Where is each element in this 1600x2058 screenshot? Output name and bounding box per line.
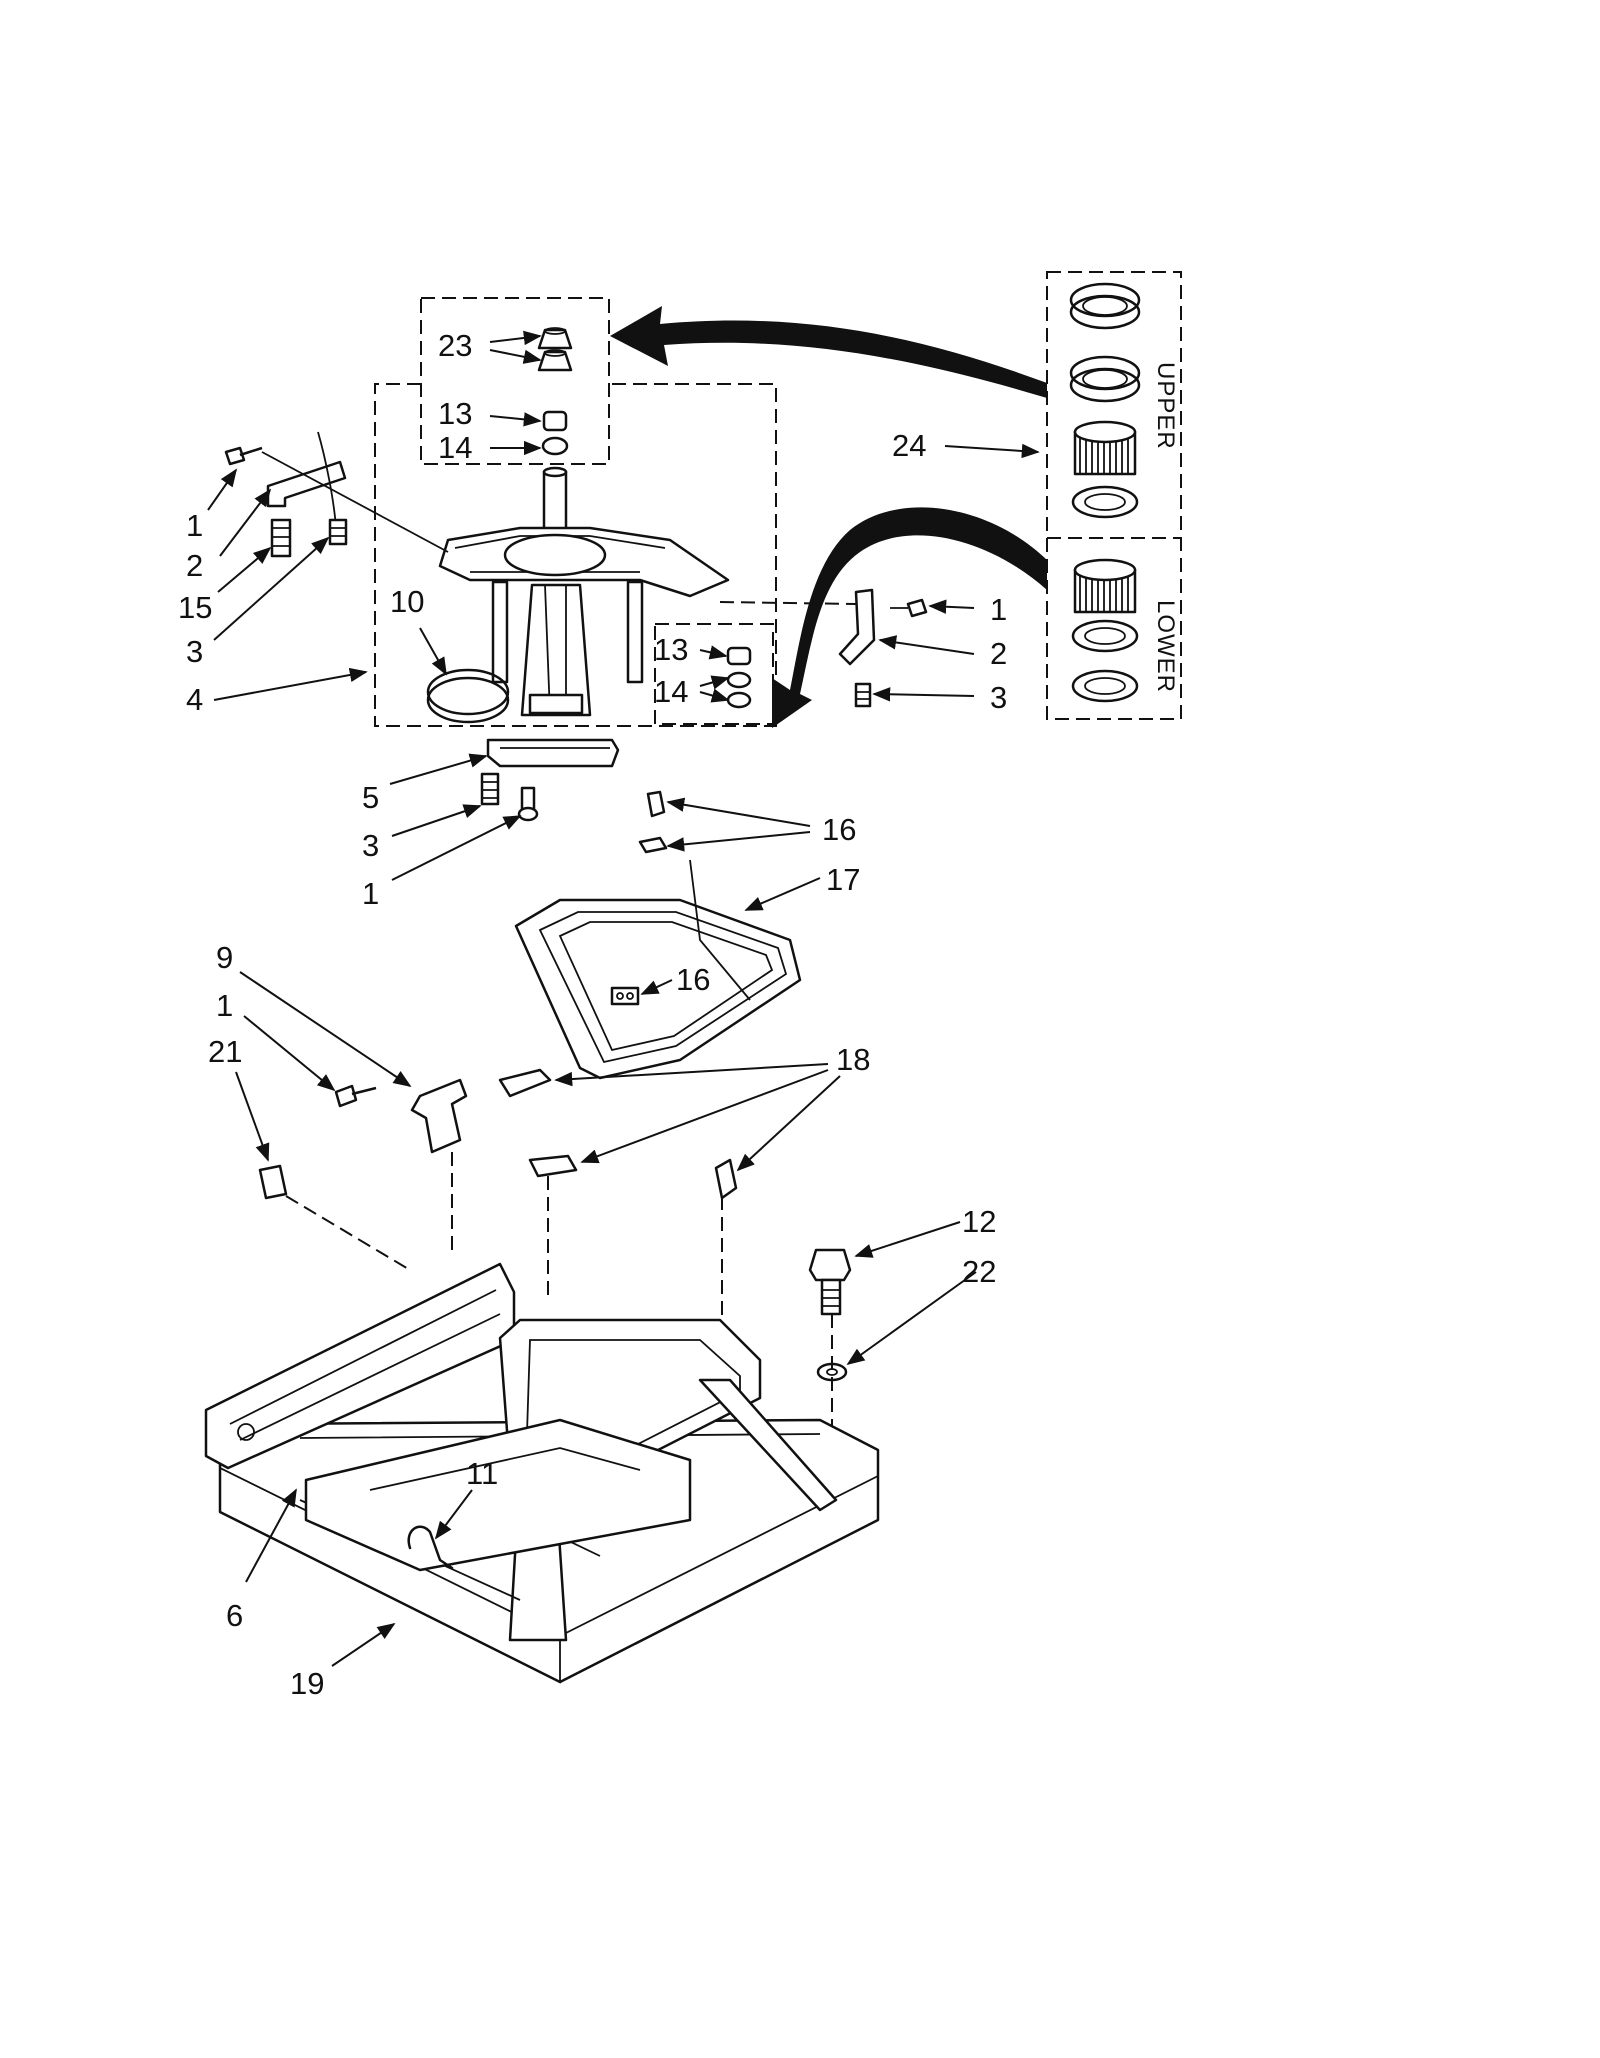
bolt-12 — [808, 1248, 852, 1316]
bracket-9 — [410, 1078, 468, 1154]
callout-10: 10 — [390, 584, 424, 619]
guide-clip-21 — [285, 1195, 411, 1271]
callout-5: 5 — [362, 780, 379, 815]
lower-ring-2 — [1071, 669, 1139, 703]
clip-18-a — [498, 1068, 552, 1098]
callout-3-right: 3 — [990, 680, 1007, 715]
callout-3-left: 3 — [186, 634, 203, 669]
callout-17: 17 — [826, 862, 860, 897]
callout-6: 6 — [226, 1598, 243, 1633]
bolt-1-left — [224, 446, 263, 466]
callout-1-lower: 1 — [362, 876, 379, 911]
callout-18: 18 — [836, 1042, 870, 1077]
plate-6 — [304, 1418, 692, 1572]
clip-18-c — [714, 1158, 738, 1200]
ring-10 — [426, 668, 510, 724]
callout-24: 24 — [892, 428, 926, 463]
callout-13-top: 13 — [438, 396, 472, 431]
tub-frame-17 — [514, 859, 802, 1080]
callout-11: 11 — [466, 1456, 498, 1491]
kit-label-lower: LOWER — [1152, 600, 1179, 693]
upper-seal-1 — [1069, 282, 1141, 330]
callout-1-right: 1 — [990, 592, 1007, 627]
clip-18-b — [528, 1154, 578, 1178]
callout-23: 23 — [438, 328, 472, 363]
bushing-13-side — [726, 646, 752, 666]
clip-16-low — [610, 986, 640, 1006]
clip-3-left — [328, 518, 348, 546]
callout-1-left: 1 — [186, 508, 203, 543]
callout-9: 9 — [216, 940, 233, 975]
bolt-1-right — [890, 598, 928, 618]
clip-11 — [407, 1525, 454, 1570]
big-arrow-upper — [610, 306, 1047, 398]
left-bracket-guideline — [261, 451, 449, 553]
bearing-kit-box-24 — [1046, 271, 1182, 720]
bracket-5 — [486, 738, 620, 768]
callout-2-left: 2 — [186, 548, 203, 583]
washer-14-top — [541, 436, 569, 456]
bushing-13-top — [542, 410, 568, 432]
callout-21: 21 — [208, 1034, 242, 1069]
callout-14-side: 14 — [654, 674, 688, 709]
callout-2-right: 2 — [990, 636, 1007, 671]
callout-16-top: 16 — [822, 812, 856, 847]
callout-4: 4 — [186, 682, 203, 717]
washer-14-side-b — [726, 691, 752, 709]
suspension-base — [438, 466, 730, 717]
bolt-1-lower — [517, 786, 539, 822]
callout-12: 12 — [962, 1204, 996, 1239]
clip-21 — [258, 1164, 288, 1200]
right-bracket-guideline — [719, 601, 857, 605]
kit-label-upper: UPPER — [1152, 362, 1179, 450]
callout-15: 15 — [178, 590, 212, 625]
upper-bearing-gear — [1073, 420, 1137, 476]
callout-13-side: 13 — [654, 632, 688, 667]
spring-15 — [270, 518, 292, 558]
callout-labels: 23 13 14 24 1 2 15 3 4 10 13 14 1 2 3 5 … — [178, 328, 1007, 1701]
washer-14-side-a — [726, 671, 752, 689]
callout-19: 19 — [290, 1666, 324, 1701]
bolt-1-bracket — [334, 1084, 377, 1108]
clip-16-top — [646, 790, 666, 818]
callout-14-top: 14 — [438, 430, 472, 465]
big-arrow-lower — [772, 507, 1047, 728]
bearing-kit-box-top — [420, 297, 610, 465]
lower-ring-1 — [1071, 619, 1139, 653]
lower-bearing-gear — [1073, 558, 1137, 614]
upper-ring — [1071, 485, 1139, 519]
right-bracket — [838, 588, 876, 666]
bearing-kit-box-side — [654, 623, 774, 725]
grommet-23-upper — [537, 327, 573, 350]
grommet-23-lower — [537, 349, 573, 372]
upper-seal-2 — [1069, 355, 1141, 403]
suspension-assembly-box — [374, 383, 777, 727]
callout-16-low: 16 — [676, 962, 710, 997]
callout-1-bracket: 1 — [216, 988, 233, 1023]
callout-3-lower: 3 — [362, 828, 379, 863]
leader-arrows — [207, 330, 1040, 1667]
spring-3-lower — [480, 772, 500, 806]
left-bracket — [266, 431, 347, 529]
callout-22: 22 — [962, 1254, 996, 1289]
clip-3-right — [854, 682, 872, 708]
clip-16-mid — [638, 836, 668, 854]
